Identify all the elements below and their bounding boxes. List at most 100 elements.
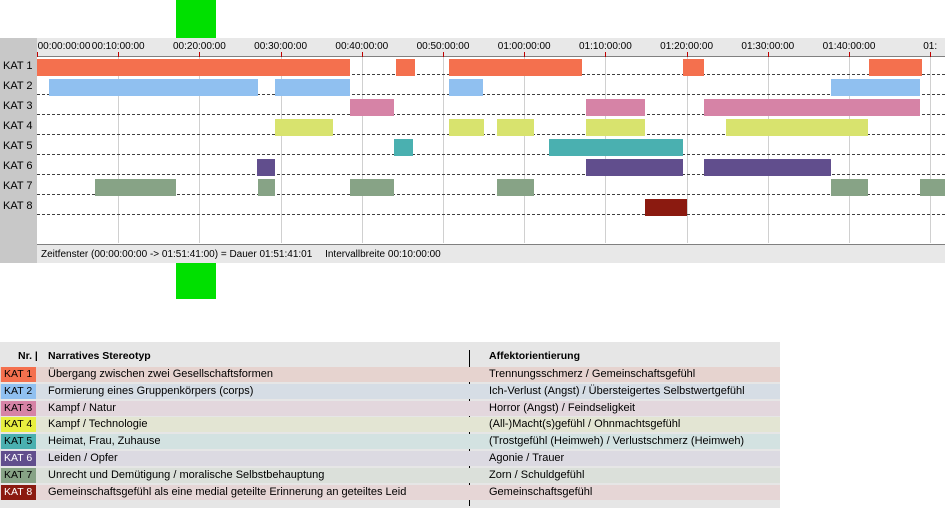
- tick-mark: [37, 52, 38, 57]
- timeline-segment-kat-6[interactable]: [257, 159, 275, 176]
- category-code-badge: KAT 5: [1, 434, 36, 450]
- tick-mark: [118, 52, 120, 57]
- gridline: [443, 57, 444, 243]
- row-label-kat-6: KAT 6: [3, 160, 33, 172]
- timeline-segment-kat-8[interactable]: [645, 199, 688, 216]
- narrative-stereotype: Gemeinschaftsgefühl als eine medial gete…: [48, 485, 407, 498]
- row-guide-line: [37, 214, 945, 215]
- gridline: [767, 57, 769, 243]
- gridline: [280, 57, 282, 243]
- interval-width-text: Intervallbreite 00:10:00:00: [325, 249, 441, 260]
- legend-row-background: [0, 451, 780, 466]
- timeline-segment-kat-7[interactable]: [95, 179, 176, 196]
- legend-header-nr: Nr. |: [18, 350, 38, 362]
- gridline: [524, 57, 526, 243]
- green-marker-bottom[interactable]: [176, 263, 216, 299]
- timeline-segment-kat-1[interactable]: [395, 59, 415, 76]
- timeline-segment-kat-5[interactable]: [549, 139, 684, 156]
- tick-label: 00:30:00:00: [254, 41, 308, 52]
- tick-label: 01:30:00:00: [741, 41, 795, 52]
- timeline-segment-kat-5[interactable]: [394, 139, 413, 156]
- narrative-stereotype: Kampf / Technologie: [48, 418, 148, 431]
- timeline-segment-kat-2[interactable]: [274, 79, 351, 96]
- timeline-segment-kat-6[interactable]: [585, 159, 684, 176]
- timeline-segment-kat-3[interactable]: [585, 99, 646, 116]
- timeline-segment-kat-1[interactable]: [869, 59, 923, 76]
- tick-mark: [930, 52, 932, 57]
- narrative-stereotype: Unrecht und Demütigung / moralische Selb…: [48, 468, 325, 481]
- timeline-segment-kat-3[interactable]: [704, 99, 921, 116]
- category-code-badge: KAT 8: [1, 484, 36, 500]
- legend-row: KAT 8 Gemeinschaftsgefühl als eine medial…: [0, 484, 780, 500]
- gridline: [849, 57, 850, 243]
- narrative-stereotype: Leiden / Opfer: [48, 452, 118, 464]
- row-guide-line: [37, 154, 945, 155]
- row-guide-line: [37, 114, 945, 115]
- gridline: [118, 57, 120, 243]
- tick-label: 00:20:00:00: [172, 41, 226, 52]
- timeline-segment-kat-4[interactable]: [585, 119, 646, 136]
- narrative-stereotype: Übergang zwischen zwei Gesellschaftsform…: [48, 368, 273, 380]
- tick-label: 01:20:00:00: [660, 41, 714, 52]
- timeline-segment-kat-4[interactable]: [726, 119, 868, 136]
- gridline: [199, 57, 201, 243]
- row-guide-line: [37, 134, 945, 135]
- timeline-segment-kat-1[interactable]: [449, 59, 582, 76]
- legend-header-narrative: Narratives Stereotyp: [48, 350, 151, 362]
- legend-row: KAT 2 Formierung eines Gruppenkörpers (co…: [0, 383, 780, 399]
- legend-row-background: [0, 467, 780, 483]
- timeline-segment-kat-1[interactable]: [683, 59, 705, 76]
- affect-orientation: Agonie / Trauer: [489, 452, 565, 464]
- tick-label: 00:10:00:00: [91, 41, 145, 52]
- timeline-segment-kat-4[interactable]: [449, 119, 485, 136]
- legend-row-background: [0, 417, 780, 433]
- tick-label: 00:00:00:00: [37, 41, 91, 52]
- timeline-segment-kat-7[interactable]: [257, 179, 275, 196]
- affect-orientation: Horror (Angst) / Feindseligkeit: [489, 401, 636, 414]
- tick-mark: [443, 52, 444, 57]
- tick-label: 01:: [923, 41, 938, 52]
- timeline-segment-kat-6[interactable]: [704, 159, 832, 176]
- timeline-segment-kat-7[interactable]: [350, 179, 395, 196]
- timeline-segment-kat-3[interactable]: [350, 99, 395, 116]
- gridline: [361, 57, 363, 243]
- timeline-segment-kat-4[interactable]: [497, 119, 534, 136]
- tick-label: 00:50:00:00: [416, 41, 470, 52]
- timeline-segment-kat-2[interactable]: [49, 79, 258, 96]
- tick-label: 01:40:00:00: [822, 41, 876, 52]
- legend-row-background: [0, 434, 780, 450]
- legend-header-affekt: Affektorientierung: [489, 350, 581, 362]
- green-marker-top[interactable]: [176, 0, 216, 38]
- timeline-segment-kat-2[interactable]: [449, 79, 483, 96]
- tick-mark: [686, 52, 688, 57]
- category-code-badge: KAT 3: [1, 400, 36, 416]
- tick-mark: [361, 52, 363, 57]
- tick-label: 00:40:00:00: [335, 41, 389, 52]
- timeline-segment-kat-4[interactable]: [274, 119, 334, 136]
- time-window-text: Zeitfenster (00:00:00:00 -> 01:51:41:00)…: [41, 249, 313, 260]
- timeline-segment-kat-1[interactable]: [37, 59, 351, 76]
- affect-orientation: Ich-Verlust (Angst) / Übersteigertes Sel…: [489, 384, 745, 397]
- tick-mark: [849, 52, 850, 57]
- category-code-badge: KAT 2: [1, 383, 36, 399]
- tick-label: 01:00:00:00: [497, 41, 551, 52]
- narrative-stereotype: Formierung eines Gruppenkörpers (corps): [48, 384, 254, 397]
- timeline-segment-kat-7[interactable]: [920, 179, 945, 196]
- row-label-kat-2: KAT 2: [3, 80, 33, 92]
- timeline-segment-kat-7[interactable]: [497, 179, 534, 196]
- row-label-kat-5: KAT 5: [3, 140, 33, 152]
- row-guide-line: [37, 174, 945, 175]
- legend-row-background: [0, 383, 780, 399]
- timeline-segment-kat-7[interactable]: [831, 179, 868, 196]
- category-code-badge: KAT 4: [1, 417, 36, 433]
- timeline-segment-kat-2[interactable]: [831, 79, 921, 96]
- row-label-kat-4: KAT 4: [3, 120, 33, 132]
